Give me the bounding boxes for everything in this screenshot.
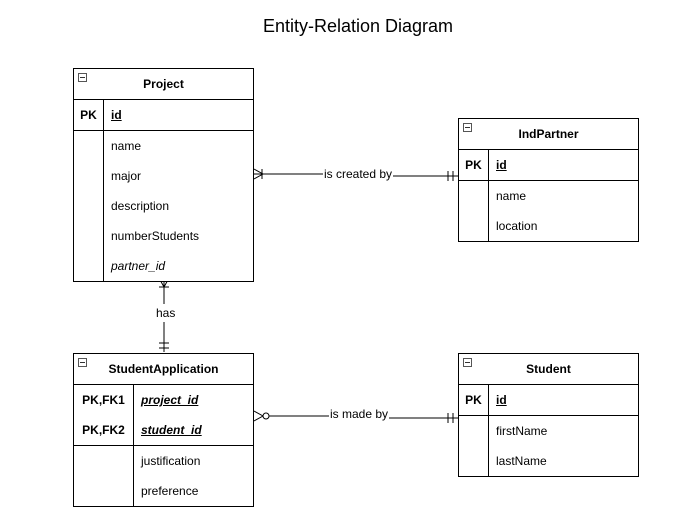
diagram-title: Entity-Relation Diagram <box>262 16 454 36</box>
field-indpartner-name[interactable]: name <box>496 189 527 203</box>
pk-label: PK <box>465 158 482 172</box>
field-project-description[interactable]: description <box>111 199 170 213</box>
crowfoot-zero-or-many-marker <box>253 410 265 422</box>
collapse-icon[interactable] <box>463 123 472 132</box>
entity-studentapplication-title: StudentApplication <box>108 362 219 376</box>
collapse-icon[interactable] <box>463 358 472 367</box>
edge-project-indpartner[interactable] <box>253 168 458 181</box>
entity-student-fields-section: firstName lastName <box>459 416 638 476</box>
collapse-icon[interactable] <box>78 358 87 367</box>
entity-project-pk-section: PK id <box>74 100 253 131</box>
one-mandatory-marker <box>159 342 169 349</box>
entity-student-header[interactable]: Student <box>459 354 638 385</box>
field-student-id[interactable]: id <box>496 393 507 407</box>
entity-project-title: Project <box>143 77 184 91</box>
field-studentapplication-preference[interactable]: preference <box>141 484 199 498</box>
entity-indpartner-title: IndPartner <box>518 127 579 141</box>
entity-indpartner-fields-section: name location <box>459 181 638 241</box>
pk-fk2-label: PK,FK2 <box>82 423 125 437</box>
crowfoot-one-or-many-marker <box>253 168 265 180</box>
entity-indpartner-pk-section: PK id <box>459 150 638 181</box>
entity-project-fields-section: name major description numberStudents pa… <box>74 131 253 281</box>
pk-label: PK <box>465 393 482 407</box>
field-indpartner-id[interactable]: id <box>496 158 507 172</box>
edge-label-is-made-by: is made by <box>329 407 390 421</box>
field-student-lastname[interactable]: lastName <box>496 454 547 468</box>
pk-fk1-label: PK,FK1 <box>82 393 125 407</box>
entity-student-title: Student <box>526 362 571 376</box>
field-project-partner-id[interactable]: partner_id <box>111 259 166 273</box>
one-mandatory-marker <box>447 171 454 181</box>
field-studentapplication-justification[interactable]: justification <box>141 454 201 468</box>
entity-project[interactable]: Project PK id name major description num… <box>73 68 254 282</box>
field-project-major[interactable]: major <box>111 169 142 183</box>
entity-student[interactable]: Student PK id firstName lastName <box>458 353 639 477</box>
entity-indpartner-header[interactable]: IndPartner <box>459 119 638 150</box>
edge-application-student-line <box>269 415 458 419</box>
field-indpartner-location[interactable]: location <box>496 219 538 233</box>
field-project-numberstudents[interactable]: numberStudents <box>111 229 200 243</box>
entity-indpartner[interactable]: IndPartner PK id name location <box>458 118 639 242</box>
pk-label: PK <box>80 108 97 122</box>
entity-studentapplication-header[interactable]: StudentApplication <box>74 354 253 385</box>
collapse-icon[interactable] <box>78 73 87 82</box>
entity-studentapplication-keys-section: PK,FK1 PK,FK2 project_id student_id <box>74 385 253 446</box>
field-project-id[interactable]: id <box>111 108 122 122</box>
edge-label-is-created-by: is created by <box>323 167 394 181</box>
edge-project-indpartner-line <box>254 173 458 177</box>
one-mandatory-marker <box>447 413 454 423</box>
entity-studentapplication[interactable]: StudentApplication PK,FK1 PK,FK2 project… <box>73 353 254 507</box>
field-studentapplication-student-id[interactable]: student_id <box>141 423 202 437</box>
field-project-name[interactable]: name <box>111 139 142 153</box>
field-student-firstname[interactable]: firstName <box>496 424 548 438</box>
edge-label-has: has <box>155 306 177 320</box>
entity-student-pk-section: PK id <box>459 385 638 416</box>
entity-project-header[interactable]: Project <box>74 69 253 100</box>
entity-studentapplication-fields-section: justification preference <box>74 446 253 506</box>
field-studentapplication-project-id[interactable]: project_id <box>141 393 199 407</box>
edge-application-student[interactable] <box>253 410 458 423</box>
zero-marker-circle <box>262 412 270 420</box>
